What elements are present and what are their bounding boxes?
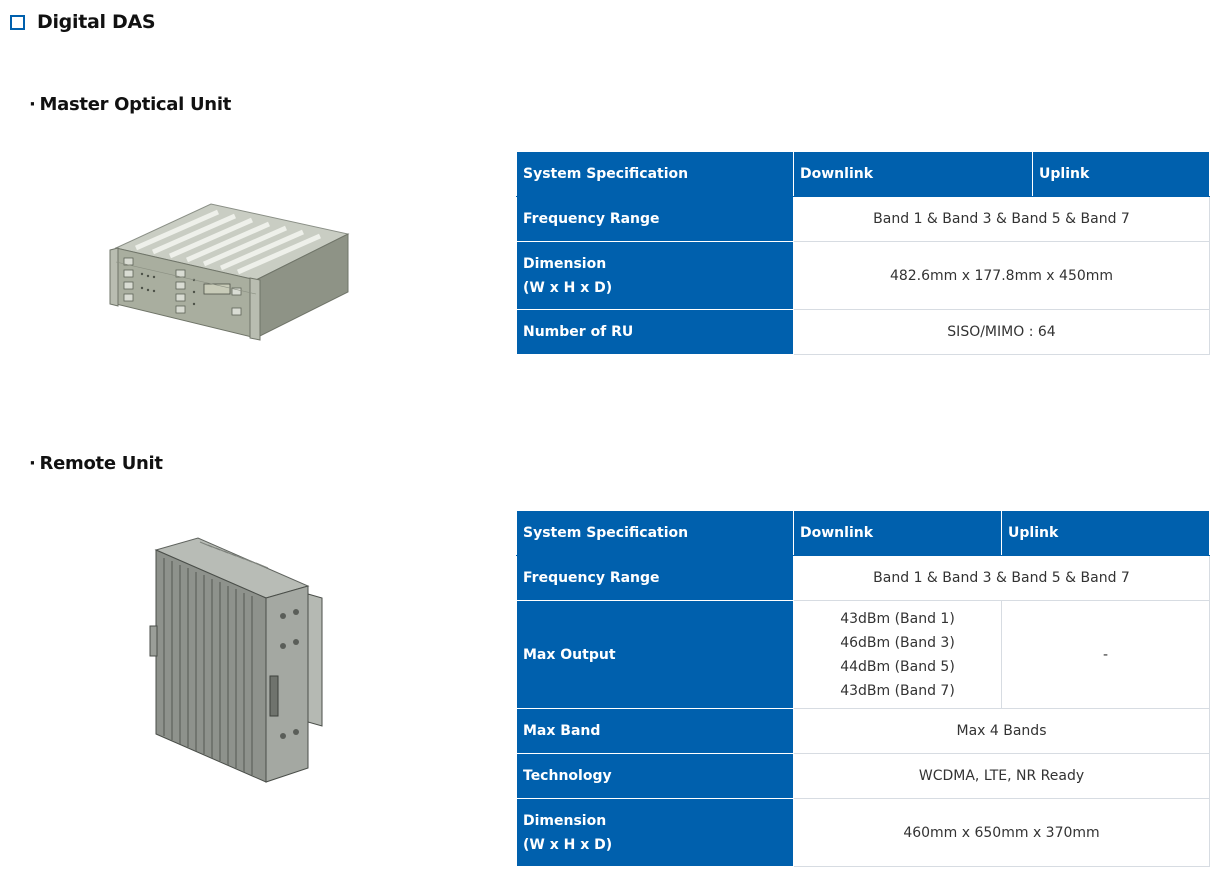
row-label-technology: Technology: [516, 753, 794, 799]
table-header-row: System Specification Downlink Uplink: [516, 151, 1210, 197]
section-title-master-optical-unit: ·Master Optical Unit: [29, 94, 231, 115]
label-line: Dimension: [523, 255, 607, 272]
row-value-technology: WCDMA, LTE, NR Ready: [793, 753, 1210, 799]
output-line: 43dBm (Band 1): [840, 610, 955, 627]
row-label-max-band: Max Band: [516, 708, 794, 754]
table-row: Number of RU SISO/MIMO : 64: [516, 309, 1210, 355]
output-line: 46dBm (Band 3): [840, 634, 955, 651]
label-line: Dimension: [523, 812, 607, 829]
remote-unit-spec-table: System Specification Downlink Uplink Fre…: [516, 510, 1210, 867]
bullet-dot: ·: [29, 453, 36, 474]
table-row: Dimension (W x H x D) 460mm x 650mm x 37…: [516, 798, 1210, 867]
table-header-row: System Specification Downlink Uplink: [516, 510, 1210, 556]
header-uplink: Uplink: [1032, 151, 1210, 197]
row-value-dimension: 482.6mm x 177.8mm x 450mm: [793, 241, 1210, 310]
output-line: 43dBm (Band 7): [840, 682, 955, 699]
label-line: (W x H x D): [523, 836, 613, 853]
row-label-frequency-range: Frequency Range: [516, 196, 794, 242]
row-label-max-output: Max Output: [516, 600, 794, 709]
section-title-text: Remote Unit: [39, 453, 163, 474]
table-row: Max Output 43dBm (Band 1) 46dBm (Band 3)…: [516, 600, 1210, 709]
section-title-remote-unit: ·Remote Unit: [29, 453, 163, 474]
label-line: (W x H x D): [523, 279, 613, 296]
master-optical-unit-image: [109, 203, 350, 341]
row-value-max-output-downlink: 43dBm (Band 1) 46dBm (Band 3) 44dBm (Ban…: [793, 600, 1002, 709]
table-row: Frequency Range Band 1 & Band 3 & Band 5…: [516, 555, 1210, 601]
row-label-number-of-ru: Number of RU: [516, 309, 794, 355]
table-row: Max Band Max 4 Bands: [516, 708, 1210, 754]
section-title-text: Master Optical Unit: [39, 94, 232, 115]
master-optical-unit-spec-table: System Specification Downlink Uplink Fre…: [516, 151, 1210, 355]
table-row: Technology WCDMA, LTE, NR Ready: [516, 753, 1210, 799]
page-title-text: Digital DAS: [37, 11, 156, 33]
header-downlink: Downlink: [793, 151, 1033, 197]
row-label-dimension: Dimension (W x H x D): [516, 798, 794, 867]
header-system-specification: System Specification: [516, 510, 794, 556]
header-uplink: Uplink: [1001, 510, 1210, 556]
row-label-dimension: Dimension (W x H x D): [516, 241, 794, 310]
row-value-max-output-uplink: -: [1001, 600, 1210, 709]
row-value-frequency-range: Band 1 & Band 3 & Band 5 & Band 7: [793, 196, 1210, 242]
table-row: Frequency Range Band 1 & Band 3 & Band 5…: [516, 196, 1210, 242]
row-value-dimension: 460mm x 650mm x 370mm: [793, 798, 1210, 867]
row-value-frequency-range: Band 1 & Band 3 & Band 5 & Band 7: [793, 555, 1210, 601]
row-label-frequency-range: Frequency Range: [516, 555, 794, 601]
header-downlink: Downlink: [793, 510, 1002, 556]
header-system-specification: System Specification: [516, 151, 794, 197]
row-value-number-of-ru: SISO/MIMO : 64: [793, 309, 1210, 355]
hollow-square-icon: [10, 14, 25, 30]
remote-unit-image: [149, 537, 323, 783]
row-value-max-band: Max 4 Bands: [793, 708, 1210, 754]
bullet-dot: ·: [29, 94, 36, 115]
output-line: 44dBm (Band 5): [840, 658, 955, 675]
page-title: Digital DAS: [10, 9, 156, 35]
table-row: Dimension (W x H x D) 482.6mm x 177.8mm …: [516, 241, 1210, 310]
